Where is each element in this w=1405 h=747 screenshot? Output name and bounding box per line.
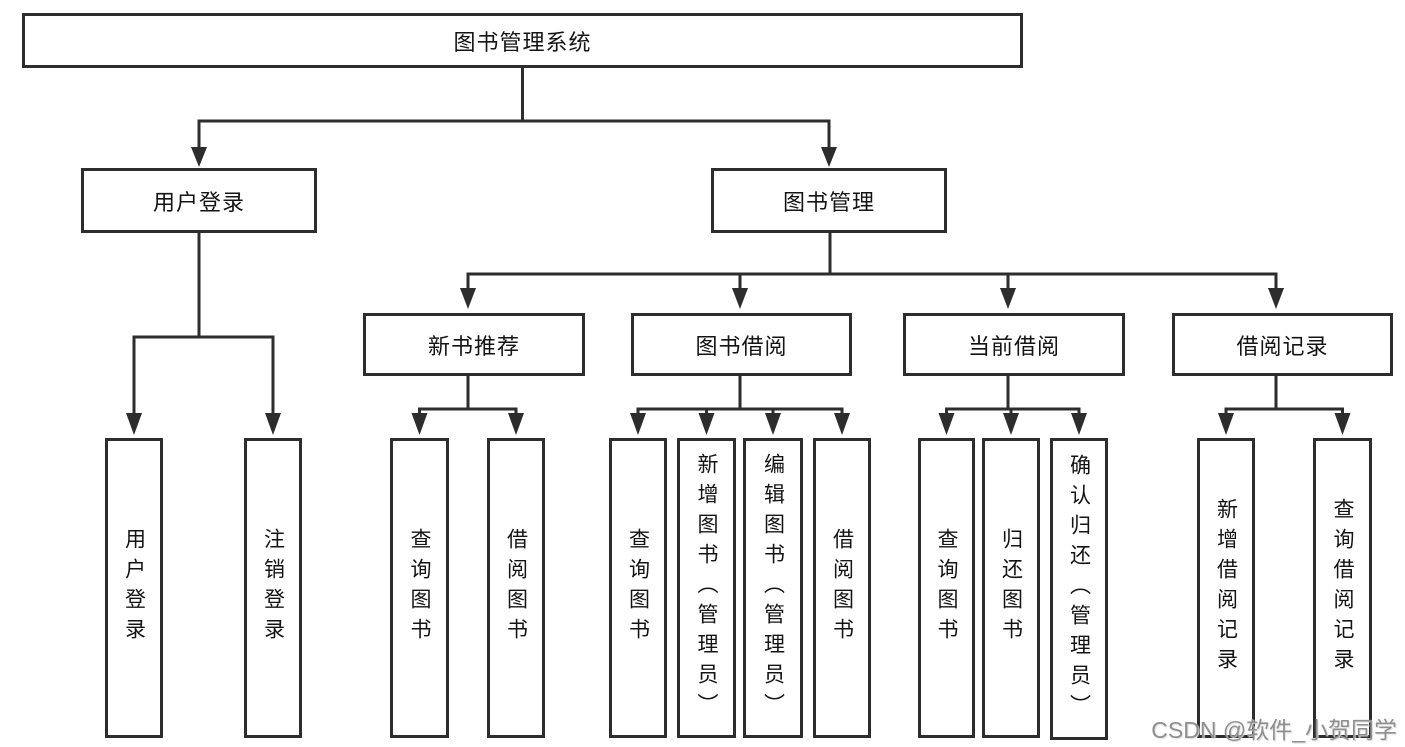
leaf-logout-login-label: 注销登录 [261,528,285,648]
node-user-login: 用户登录 [81,168,317,233]
node-new-book-recommend-label: 新书推荐 [427,333,520,359]
node-book-management: 图书管理 [711,168,947,233]
node-user-login-label: 用户登录 [152,189,245,215]
node-new-book-recommend: 新书推荐 [363,313,585,376]
leaf-current-confirm-return-admin-label: 确认归还（管理员） [1067,454,1091,724]
node-current-borrowing-label: 当前借阅 [967,333,1060,359]
leaf-current-return-book-label: 归还图书 [999,528,1023,648]
leaf-newrec-query-book-label: 查询图书 [408,528,431,648]
node-root-label: 图书管理系统 [453,29,592,55]
leaf-borrow-query-book: 查询图书 [609,438,667,738]
leaf-current-query-book: 查询图书 [918,438,975,738]
leaf-newrec-borrow-book-label: 借阅图书 [504,528,528,648]
node-current-borrowing: 当前借阅 [903,313,1125,376]
node-borrowing-records-label: 借阅记录 [1236,333,1329,359]
leaf-borrow-query-book-label: 查询图书 [626,528,650,648]
leaf-current-confirm-return-admin: 确认归还（管理员） [1050,438,1108,740]
leaf-borrow-edit-book-admin: 编辑图书（管理员） [743,438,803,738]
leaf-borrow-borrow-book: 借阅图书 [813,438,871,738]
node-book-management-label: 图书管理 [782,189,875,215]
node-borrowing-records: 借阅记录 [1172,313,1393,376]
node-book-borrowing: 图书借阅 [631,313,852,376]
arrowheads [126,147,1351,435]
leaf-borrow-borrow-book-label: 借阅图书 [830,528,854,648]
leaf-borrow-edit-book-admin-label: 编辑图书（管理员） [761,453,785,723]
leaf-borrow-add-book-admin-label: 新增图书（管理员） [695,453,718,723]
leaf-newrec-borrow-book: 借阅图书 [487,438,545,738]
leaf-current-query-book-label: 查询图书 [935,528,958,648]
leaf-user-login: 用户登录 [105,438,163,738]
csdn-watermark: CSDN @软件_小贺同学 [1151,717,1397,743]
leaf-records-add-record: 新增借阅记录 [1197,438,1255,738]
leaf-records-query-record: 查询借阅记录 [1313,438,1372,738]
leaf-user-login-label: 用户登录 [122,528,146,648]
leaf-records-query-record-label: 查询借阅记录 [1331,498,1354,678]
leaf-logout-login: 注销登录 [244,438,302,738]
leaf-current-return-book: 归还图书 [982,438,1040,738]
node-root: 图书管理系统 [22,13,1023,68]
leaf-records-add-record-label: 新增借阅记录 [1214,498,1238,678]
node-book-borrowing-label: 图书借阅 [695,333,788,359]
leaf-borrow-add-book-admin: 新增图书（管理员） [677,438,736,738]
leaf-newrec-query-book: 查询图书 [390,438,449,738]
